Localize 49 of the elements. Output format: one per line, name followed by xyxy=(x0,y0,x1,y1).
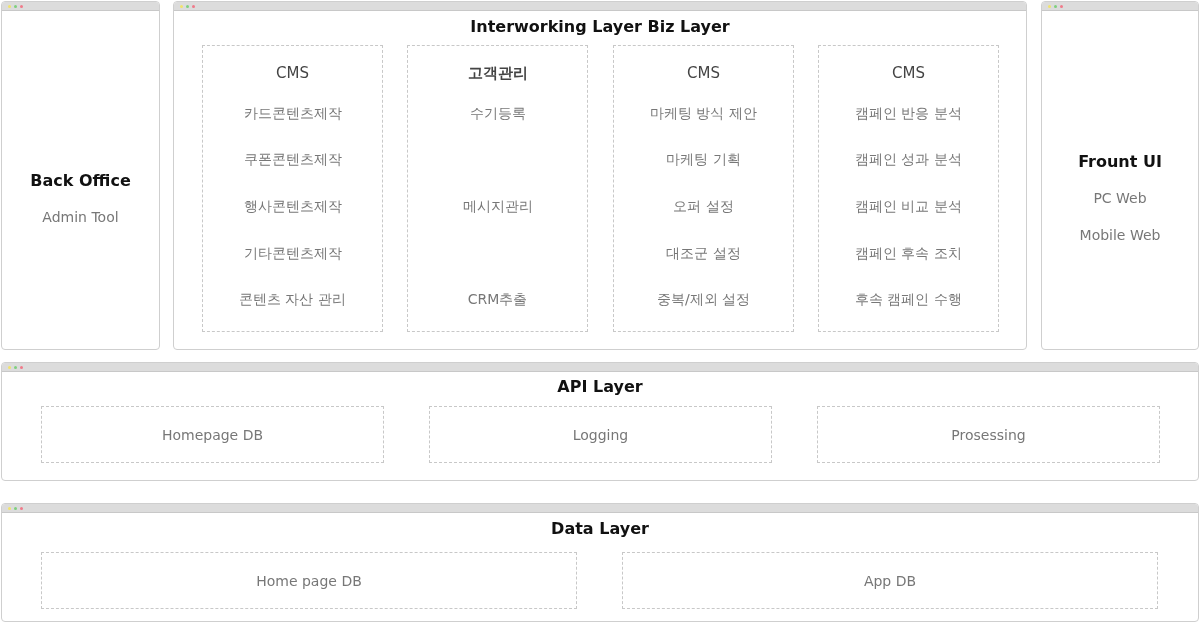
list-item: 수기등록 xyxy=(468,104,527,123)
list-item: 오퍼 설정 xyxy=(672,197,735,216)
dashed-box xyxy=(818,45,999,332)
list-item: 메시지관리 xyxy=(461,197,534,216)
list-item: 쿠폰콘텐츠제작 xyxy=(242,150,343,169)
list-item: CRM추출 xyxy=(466,290,529,309)
list-item: 캠페인 비교 분석 xyxy=(854,197,963,216)
layer-title: Interworking Layer Biz Layer xyxy=(469,17,731,37)
list-item: 마케팅 방식 제안 xyxy=(649,104,758,123)
box-label: Home page DB xyxy=(255,572,363,591)
dashed-box xyxy=(817,406,1160,463)
list-item: 행사콘텐츠제작 xyxy=(242,197,343,216)
window-panel xyxy=(1,1,160,350)
window-panel xyxy=(173,1,1027,350)
dashed-box xyxy=(613,45,794,332)
list-item: 캠페인 성과 분석 xyxy=(854,150,963,169)
dashed-box xyxy=(407,45,588,332)
list-item: 중복/제외 설정 xyxy=(655,290,752,309)
layer-title: Frount UI xyxy=(1077,152,1163,172)
subtitle: PC Web xyxy=(1092,189,1148,208)
box-label: App DB xyxy=(862,572,918,591)
list-item: 후속 캠페인 수행 xyxy=(854,290,963,309)
list-item: 카드콘텐츠제작 xyxy=(242,104,343,123)
column-heading: 고객관리 xyxy=(466,63,529,83)
dashed-box xyxy=(429,406,772,463)
layer-title: Back Office xyxy=(29,171,132,191)
box-label: Homepage DB xyxy=(160,426,265,445)
window-panel xyxy=(1041,1,1199,350)
dashed-box xyxy=(622,552,1158,609)
box-label: Prosessing xyxy=(950,426,1027,445)
list-item: 대조군 설정 xyxy=(665,244,742,263)
dashed-box xyxy=(41,406,384,463)
list-item: 콘텐츠 자산 관리 xyxy=(238,290,347,309)
list-item: 기타콘텐츠제작 xyxy=(242,244,343,263)
dashed-box xyxy=(202,45,383,332)
list-item: 캠페인 후속 조치 xyxy=(854,244,963,263)
list-item: 캠페인 반응 분석 xyxy=(854,104,963,123)
column-heading: CMS xyxy=(686,63,721,83)
dashed-box xyxy=(41,552,577,609)
window-panel xyxy=(1,503,1199,622)
column-heading: CMS xyxy=(891,63,926,83)
subtitle: Mobile Web xyxy=(1078,226,1162,245)
subtitle: Admin Tool xyxy=(41,208,120,227)
layer-title: Data Layer xyxy=(550,519,650,539)
layer-title: API Layer xyxy=(556,377,644,397)
box-label: Logging xyxy=(571,426,630,445)
window-panel xyxy=(1,362,1199,481)
column-heading: CMS xyxy=(275,63,310,83)
list-item: 마케팅 기획 xyxy=(665,150,742,169)
